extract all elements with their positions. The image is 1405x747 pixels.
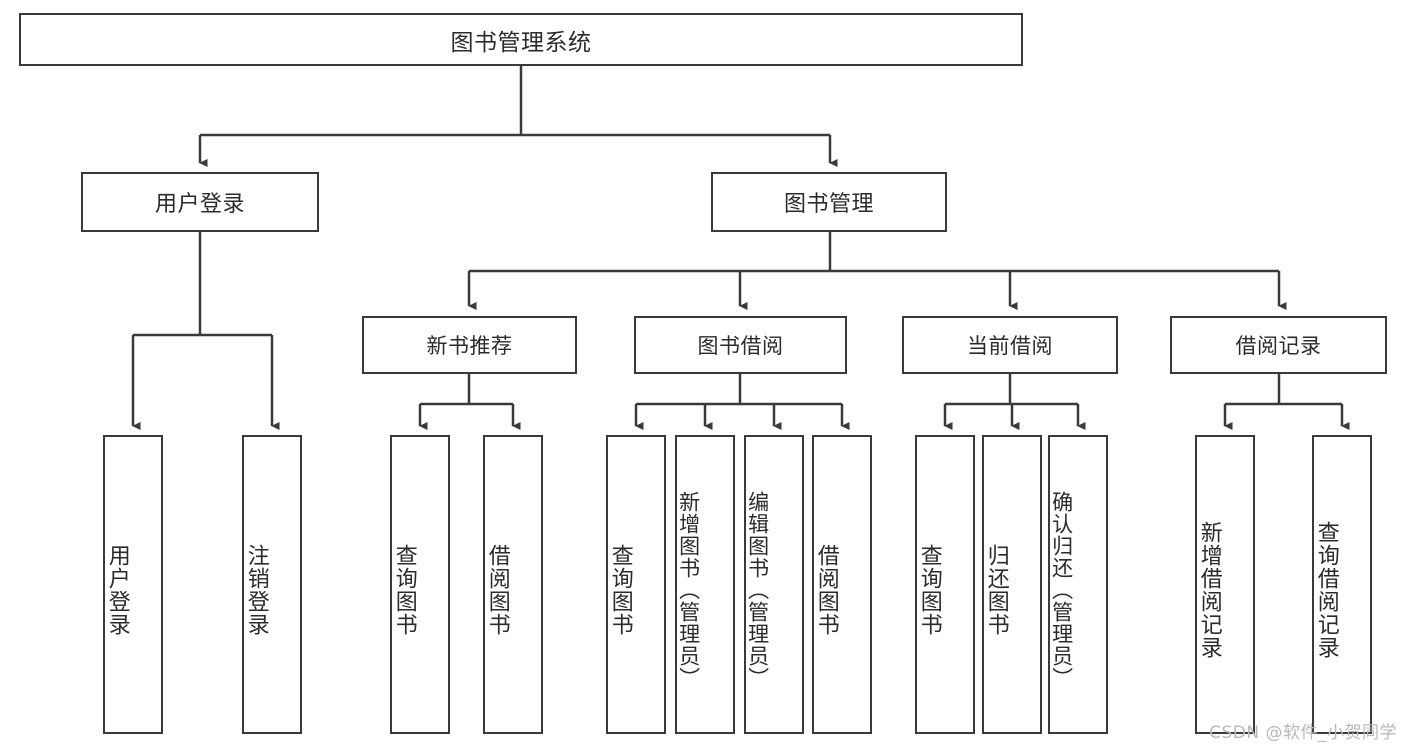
node-label: 查询图书 [391, 543, 417, 636]
node-label: 图书借阅 [697, 334, 784, 358]
node-label: 借阅图书 [484, 543, 510, 636]
leaf-add-borrow-record[interactable]: 新增借阅记录 [1195, 435, 1255, 734]
node-label: 借阅图书 [813, 543, 839, 636]
leaf-logout[interactable]: 注销登录 [242, 435, 302, 734]
node-label: 图书管理 [783, 192, 874, 217]
node-label: 查询图书 [607, 543, 633, 636]
node-label: 查询图书 [916, 543, 942, 636]
leaf-borrow-book[interactable]: 借阅图书 [812, 435, 872, 734]
node-label: 图书管理系统 [450, 29, 592, 56]
leaf-confirm-return-admin[interactable]: 确认归还（管理员） [1048, 435, 1108, 734]
leaf-query-book-borrow[interactable]: 查询图书 [606, 435, 666, 734]
node-label: 归还图书 [983, 543, 1009, 636]
node-label: 新增借阅记录 [1196, 520, 1222, 659]
node-label: 新增图书（管理员） [676, 490, 701, 689]
node-label: 用户登录 [104, 543, 130, 636]
node-label: 确认归还（管理员） [1049, 490, 1074, 689]
node-user-login[interactable]: 用户登录 [81, 172, 319, 232]
node-label: 当前借阅 [967, 334, 1053, 358]
watermark-text: CSDN @软件_小贺同学 [1209, 723, 1397, 743]
leaf-add-book-admin[interactable]: 新增图书（管理员） [675, 435, 735, 734]
node-label: 查询借阅记录 [1313, 520, 1339, 659]
node-label: 用户登录 [154, 192, 245, 217]
node-label: 借阅记录 [1235, 334, 1322, 358]
node-root-system[interactable]: 图书管理系统 [19, 13, 1023, 66]
node-borrow-record[interactable]: 借阅记录 [1170, 316, 1387, 374]
node-current-borrow[interactable]: 当前借阅 [902, 316, 1118, 374]
leaf-return-book[interactable]: 归还图书 [982, 435, 1042, 734]
node-book-management[interactable]: 图书管理 [711, 172, 947, 232]
node-book-borrow[interactable]: 图书借阅 [634, 316, 847, 374]
node-label: 编辑图书（管理员） [745, 490, 770, 689]
leaf-query-borrow-record[interactable]: 查询借阅记录 [1312, 435, 1372, 734]
leaf-query-book-current[interactable]: 查询图书 [915, 435, 975, 734]
node-label: 注销登录 [243, 543, 269, 636]
node-label: 新书推荐 [426, 334, 513, 358]
leaf-edit-book-admin[interactable]: 编辑图书（管理员） [744, 435, 804, 734]
node-new-book-recommend[interactable]: 新书推荐 [362, 316, 577, 374]
leaf-user-login[interactable]: 用户登录 [103, 435, 163, 734]
leaf-query-book-recommend[interactable]: 查询图书 [390, 435, 450, 734]
leaf-borrow-book-recommend[interactable]: 借阅图书 [483, 435, 543, 734]
